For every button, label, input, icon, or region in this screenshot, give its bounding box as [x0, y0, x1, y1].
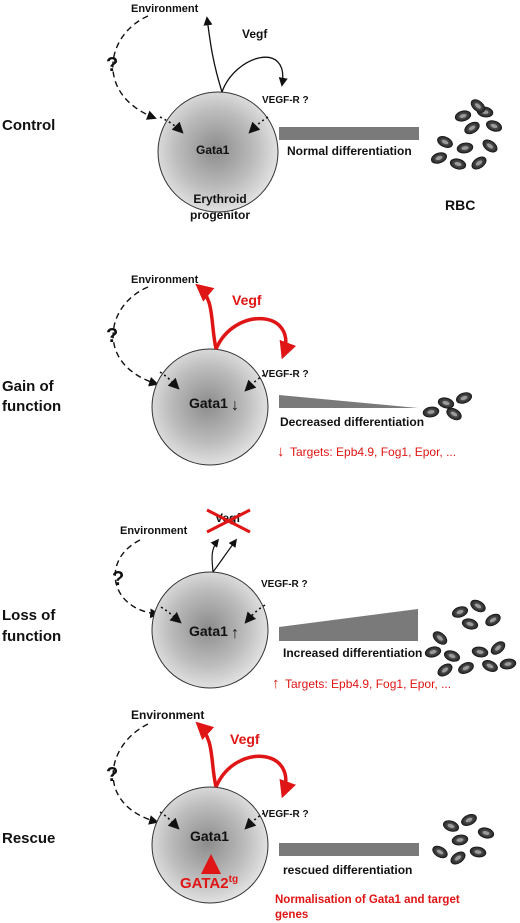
- panel-rescue: Rescue Environment ? Vegf VEGF-R ? Gata1…: [2, 708, 496, 921]
- environment-dashed-arrow: [112, 15, 157, 120]
- rescue-environment-arrow: [112, 723, 159, 825]
- decreased-differentiation-wedge: [279, 395, 418, 408]
- rescue-receptor-label: VEGF-R ?: [262, 809, 309, 820]
- rescue-vegf-secretion-arrow: [195, 721, 218, 788]
- gain-targets-down-arrow-icon: ↓: [277, 443, 285, 460]
- gain-vegf-secretion-arrow: [195, 283, 218, 350]
- loss-vegf-secretion-arrow: [210, 538, 220, 573]
- gain-vegf-label: Vegf: [232, 292, 262, 308]
- control-environment-label: Environment: [131, 3, 199, 15]
- gain-differentiation-label: Decreased differentiation: [280, 415, 424, 429]
- rescue-vegf-label: Vegf: [230, 731, 260, 747]
- rescue-rbc-cluster: [430, 811, 496, 868]
- rescue-progenitor-cell: [151, 786, 269, 904]
- gain-receptor-label: VEGF-R ?: [262, 369, 309, 380]
- panel-gain-of-function: Gain of function Environment ? Vegf VEGF…: [2, 274, 474, 466]
- gata1-down-arrow-icon: ↓: [231, 397, 239, 414]
- normal-differentiation-bar: [279, 127, 419, 140]
- control-title: Control: [2, 117, 55, 134]
- loss-targets-label: Targets: Epb4.9, Fog1, Epor, ...: [285, 677, 451, 691]
- loss-vegf-label: Vegf: [215, 511, 241, 525]
- increased-differentiation-wedge: [279, 609, 418, 641]
- gain-progenitor-cell: [151, 348, 269, 466]
- control-question-mark: ?: [106, 54, 118, 76]
- control-differentiation-label: Normal differentiation: [287, 144, 412, 158]
- cell-label-line2: progenitor: [190, 208, 250, 222]
- loss-title-line1: Loss of: [2, 607, 56, 624]
- loss-receptor-label: VEGF-R ?: [261, 579, 308, 590]
- rescue-title: Rescue: [2, 830, 55, 847]
- loss-environment-label: Environment: [120, 525, 188, 537]
- gain-title-line1: Gain of: [2, 378, 55, 395]
- rbc-label: RBC: [445, 197, 475, 213]
- panel-control: Control Environment ? Vegf VEGF-R ? Gata…: [2, 3, 504, 222]
- loss-vegf-autocrine-arrow: [212, 538, 237, 573]
- vegf-secretion-arrow: [203, 16, 223, 93]
- gain-gata1-label: Gata1: [189, 395, 228, 411]
- loss-targets-up-arrow-icon: ↑: [272, 675, 280, 692]
- loss-rbc-cluster: [423, 597, 518, 680]
- loss-gata1-label: Gata1: [189, 623, 228, 639]
- loss-environment-arrow: [114, 539, 160, 619]
- normalisation-line1: Normalisation of Gata1 and target: [275, 894, 460, 906]
- gain-targets-label: Targets: Epb4.9, Fog1, Epor, ...: [290, 445, 456, 459]
- rescue-environment-label: Environment: [131, 708, 204, 722]
- loss-differentiation-label: Increased differentiation: [283, 646, 422, 660]
- gata1-up-arrow-icon: ↑: [231, 625, 239, 642]
- normalisation-line2: genes: [275, 909, 308, 921]
- gain-environment-arrow: [112, 286, 159, 387]
- gain-dotted-signal-right: [244, 374, 265, 392]
- rbc-cluster: [429, 96, 504, 173]
- dotted-signal-right: [248, 116, 269, 134]
- control-receptor-label: VEGF-R ?: [262, 95, 309, 106]
- gata2-label-text: GATA2: [180, 875, 229, 892]
- panel-loss-of-function: Loss of function Environment ? Vegf VEGF…: [2, 508, 518, 692]
- rescue-vegf-autocrine-arrow: [214, 754, 296, 799]
- vegf-knockout-cross-icon: [206, 508, 251, 534]
- erythroid-progenitor-cell: [157, 91, 279, 213]
- gain-vegf-autocrine-arrow: [214, 316, 297, 360]
- loss-progenitor-cell: [151, 571, 269, 689]
- gain-environment-label: Environment: [131, 274, 199, 286]
- loss-question-mark: ?: [112, 568, 124, 590]
- gain-title-line2: function: [2, 398, 61, 415]
- gata2-superscript: tg: [229, 874, 238, 885]
- rescued-differentiation-bar: [279, 843, 419, 856]
- loss-title-line2: function: [2, 628, 61, 645]
- vegf-autocrine-arrow: [221, 56, 288, 93]
- rescue-question-mark: ?: [106, 764, 118, 786]
- gain-question-mark: ?: [106, 325, 118, 347]
- rescue-dotted-signal-right: [244, 812, 265, 830]
- control-vegf-label: Vegf: [242, 27, 268, 41]
- cell-label-line1: Erythroid: [193, 192, 246, 206]
- gata2-transgene-label: GATA2tg: [180, 874, 238, 892]
- rescue-gata1-label: Gata1: [190, 828, 229, 844]
- gain-rbc-cluster: [421, 390, 474, 423]
- rescue-differentiation-label: rescued differentiation: [283, 863, 412, 877]
- control-gata1-label: Gata1: [196, 143, 230, 157]
